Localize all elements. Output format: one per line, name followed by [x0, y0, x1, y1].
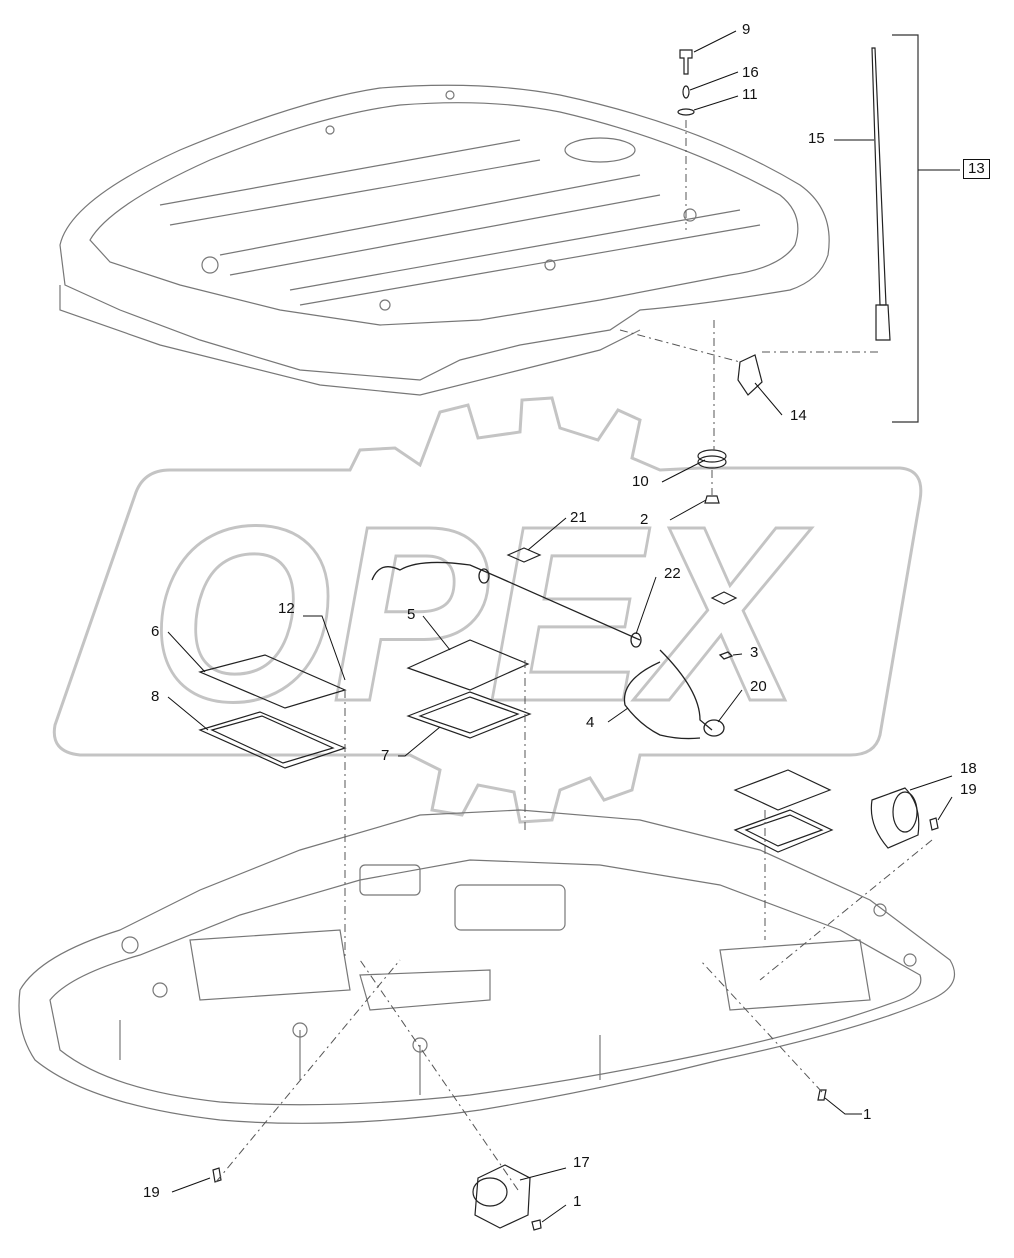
watermark-logo: OPEX	[52, 396, 923, 824]
roof-cover	[59, 84, 830, 396]
callout-4: 4	[586, 714, 595, 731]
gasket-right-inner	[744, 814, 824, 847]
gasket-8-inner	[210, 715, 335, 764]
callout-8: 8	[151, 688, 160, 705]
screw-19b	[212, 1167, 222, 1183]
watermark-text: OPEX	[150, 474, 812, 753]
watermark-gear-outline	[52, 396, 923, 824]
terminal-3	[718, 651, 734, 660]
callout-20: 20	[750, 678, 767, 695]
roof-cover-inner	[89, 102, 799, 326]
antenna-rod-15	[871, 47, 887, 306]
assembly-lines	[215, 120, 933, 1191]
label-22	[710, 591, 738, 605]
callout-13: 13	[963, 159, 990, 179]
base-recess-3	[719, 939, 871, 1011]
roof-vent	[564, 137, 636, 163]
callout-1-right: 1	[863, 1106, 872, 1123]
cable-21	[371, 561, 641, 641]
base-housing	[18, 809, 955, 1124]
roof-rib-3	[289, 209, 761, 306]
roof-rib-1	[159, 139, 541, 226]
callout-14: 14	[790, 407, 807, 424]
base-recess-1	[189, 929, 351, 1001]
washer-16	[682, 85, 690, 99]
callout-16: 16	[742, 64, 759, 81]
speaker-17-cone	[472, 1177, 508, 1207]
grommet-10	[697, 449, 727, 463]
gasket-7-outer	[406, 691, 532, 739]
callout-15: 15	[808, 130, 825, 147]
callout-19-right: 19	[960, 781, 977, 798]
callout-9: 9	[742, 21, 751, 38]
speaker-17	[474, 1164, 531, 1229]
callout-10: 10	[632, 473, 649, 490]
callout-5: 5	[407, 606, 416, 623]
roof-skirt	[59, 285, 641, 396]
callout-11: 11	[742, 86, 758, 103]
cable-4	[623, 661, 701, 740]
callout-12: 12	[278, 600, 295, 617]
speaker-18-cone	[892, 791, 918, 833]
screw-19a	[929, 817, 939, 831]
clip-21	[478, 568, 490, 584]
callout-3: 3	[750, 644, 759, 661]
screw-1b	[531, 1219, 542, 1231]
roof-rib-2	[219, 174, 661, 276]
base-wall-1	[119, 1020, 601, 1095]
screw-1a	[817, 1089, 827, 1101]
antenna-base	[875, 304, 891, 341]
callout-17: 17	[573, 1154, 590, 1171]
callout-2: 2	[640, 511, 649, 528]
callout-6: 6	[151, 623, 160, 640]
cable-harness	[371, 561, 734, 740]
panel-right	[733, 769, 832, 811]
gasket-right-outer	[733, 809, 834, 853]
base-pad-2	[454, 884, 566, 931]
antenna-mount-14	[737, 354, 763, 396]
assembly-bracket-13	[892, 34, 919, 423]
callout-1-bottom: 1	[573, 1193, 582, 1210]
callout-18: 18	[960, 760, 977, 777]
roof-cover-outline	[59, 84, 830, 381]
gasket-7-inner	[418, 696, 520, 734]
leader-lines	[167, 30, 960, 1223]
base-recess-2	[359, 969, 491, 1011]
base-housing-rim	[18, 809, 955, 1124]
cable-20	[659, 649, 713, 731]
callout-19-left: 19	[143, 1184, 160, 1201]
base-pad-1	[359, 864, 421, 896]
washer-11	[677, 108, 695, 116]
grommet-10-inner	[697, 455, 727, 469]
bolt-9	[679, 49, 693, 75]
connector-20	[703, 719, 725, 737]
callout-21: 21	[570, 509, 587, 526]
base-housing-inner	[49, 859, 922, 1106]
antenna-assembly	[677, 47, 891, 504]
callout-22: 22	[664, 565, 681, 582]
speakers	[212, 787, 939, 1231]
callout-7: 7	[381, 747, 390, 764]
label-21	[506, 547, 542, 563]
speaker-18	[870, 787, 920, 849]
